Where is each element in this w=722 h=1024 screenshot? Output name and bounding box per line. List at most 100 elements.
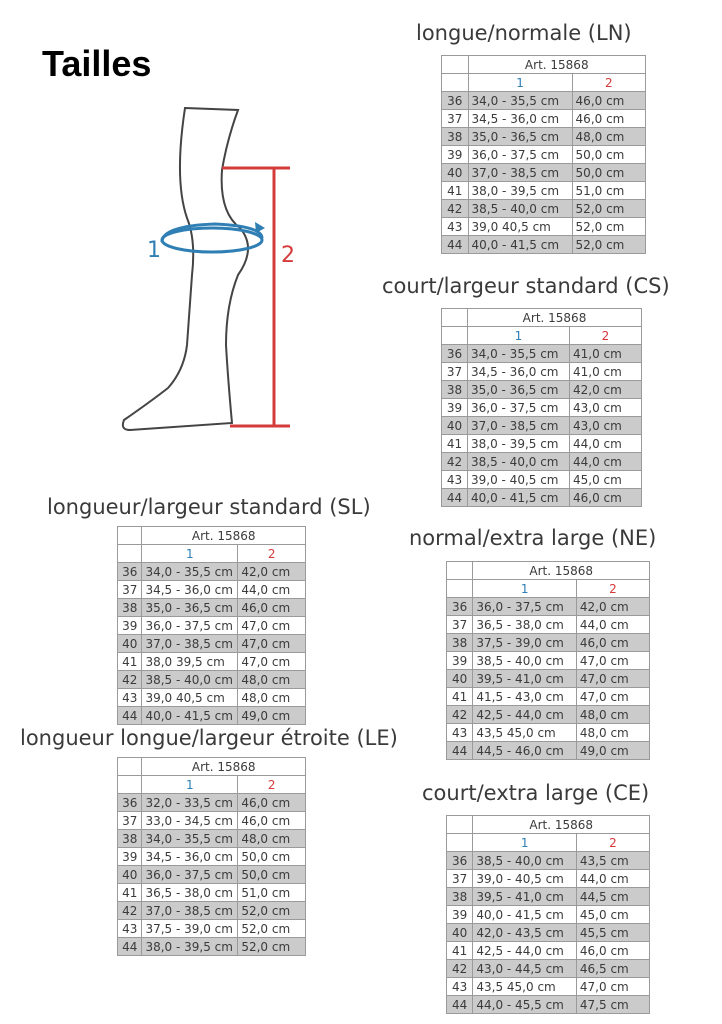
column-header-circumference: 1 bbox=[467, 326, 570, 345]
size-cell: 44 bbox=[116, 937, 143, 956]
leg-outline bbox=[121, 106, 249, 432]
length-cell: 44,0 cm bbox=[569, 452, 642, 471]
column-header-circumference: 1 bbox=[472, 579, 577, 598]
table-corner-cell bbox=[441, 308, 468, 327]
length-cell: 50,0 cm bbox=[237, 865, 306, 884]
size-cell: 43 bbox=[445, 723, 474, 742]
size-cell: 40 bbox=[445, 669, 474, 688]
table-cs-block: court/largeur standard (CS) bbox=[382, 273, 670, 299]
circumference-cell: 34,5 - 36,0 cm bbox=[141, 847, 239, 866]
size-cell: 41 bbox=[445, 687, 474, 706]
size-cell: 37 bbox=[445, 615, 474, 634]
circumference-cell: 34,0 - 35,5 cm bbox=[467, 344, 570, 363]
circumference-cell: 34,5 - 36,0 cm bbox=[467, 362, 570, 381]
length-cell: 46,0 cm bbox=[237, 793, 306, 812]
table-corner-cell bbox=[116, 544, 143, 563]
size-cell: 43 bbox=[445, 977, 474, 996]
size-cell: 37 bbox=[441, 109, 469, 128]
table-title-cs: court/largeur standard (CS) bbox=[382, 274, 670, 298]
column-header-circumference: 1 bbox=[141, 544, 239, 563]
size-cell: 42 bbox=[445, 959, 474, 978]
size-cell: 37 bbox=[445, 869, 474, 888]
column-header-length: 2 bbox=[575, 833, 651, 852]
circumference-cell: 39,5 - 41,0 cm bbox=[472, 887, 577, 906]
table-corner-cell bbox=[116, 526, 143, 545]
size-cell: 38 bbox=[445, 887, 474, 906]
length-cell: 44,0 cm bbox=[237, 580, 306, 599]
column-header-circumference: 1 bbox=[472, 833, 577, 852]
size-cell: 43 bbox=[116, 688, 143, 707]
length-cell: 44,0 cm bbox=[575, 869, 651, 888]
size-cell: 39 bbox=[441, 145, 469, 164]
table-corner-cell bbox=[441, 55, 469, 74]
table-corner-cell bbox=[445, 815, 474, 834]
size-cell: 39 bbox=[116, 616, 143, 635]
article-number: Art. 15868 bbox=[141, 757, 306, 776]
column-header-length: 2 bbox=[237, 544, 306, 563]
circumference-cell: 38,5 - 40,0 cm bbox=[141, 670, 239, 689]
leg-measurement-diagram: 1 2 bbox=[121, 106, 295, 432]
circumference-cell: 35,0 - 36,5 cm bbox=[467, 127, 573, 146]
size-cell: 39 bbox=[445, 651, 474, 670]
article-number: Art. 15868 bbox=[472, 815, 650, 834]
size-cell: 43 bbox=[441, 470, 468, 489]
circumference-cell: 37,0 - 38,5 cm bbox=[467, 163, 573, 182]
circumference-cell: 42,0 - 43,5 cm bbox=[472, 923, 577, 942]
circumference-cell: 37,5 - 39,0 cm bbox=[141, 919, 239, 938]
size-cell: 38 bbox=[441, 127, 469, 146]
table-title-sl: longueur/largeur standard (SL) bbox=[47, 495, 371, 519]
circumference-cell: 39,0 - 40,5 cm bbox=[472, 869, 577, 888]
circumference-cell: 44,0 - 45,5 cm bbox=[472, 995, 577, 1014]
length-cell: 47,0 cm bbox=[575, 669, 651, 688]
length-cell: 43,0 cm bbox=[569, 398, 642, 417]
length-cell: 44,0 cm bbox=[575, 615, 651, 634]
circumference-cell: 36,0 - 37,5 cm bbox=[467, 145, 573, 164]
length-cell: 44,5 cm bbox=[575, 887, 651, 906]
circumference-cell: 40,0 - 41,5 cm bbox=[472, 905, 577, 924]
length-cell: 46,0 cm bbox=[569, 488, 642, 507]
circumference-cell: 38,5 - 40,0 cm bbox=[472, 651, 577, 670]
size-cell: 37 bbox=[116, 811, 143, 830]
length-cell: 47,5 cm bbox=[575, 995, 651, 1014]
length-cell: 47,0 cm bbox=[575, 687, 651, 706]
circumference-cell: 35,0 - 36,5 cm bbox=[467, 380, 570, 399]
length-cell: 48,0 cm bbox=[575, 705, 651, 724]
length-cell: 46,0 cm bbox=[575, 941, 651, 960]
circumference-cell: 38,0 39,5 cm bbox=[141, 652, 239, 671]
circumference-cell: 37,5 - 39,0 cm bbox=[472, 633, 577, 652]
size-cell: 36 bbox=[445, 851, 474, 870]
table-header-row: Art. 15868 bbox=[116, 526, 306, 545]
length-cell: 46,0 cm bbox=[237, 598, 306, 617]
table-title-le: longueur longue/largeur étroite (LE) bbox=[20, 726, 398, 750]
table-corner-cell bbox=[441, 73, 469, 92]
table-title-ce: court/extra large (CE) bbox=[422, 781, 650, 805]
length-cell: 47,0 cm bbox=[237, 652, 306, 671]
length-cell: 50,0 cm bbox=[237, 847, 306, 866]
circumference-cell: 40,0 - 41,5 cm bbox=[467, 235, 573, 254]
circumference-cell: 35,0 - 36,5 cm bbox=[141, 598, 239, 617]
length-cell: 52,0 cm bbox=[237, 901, 306, 920]
